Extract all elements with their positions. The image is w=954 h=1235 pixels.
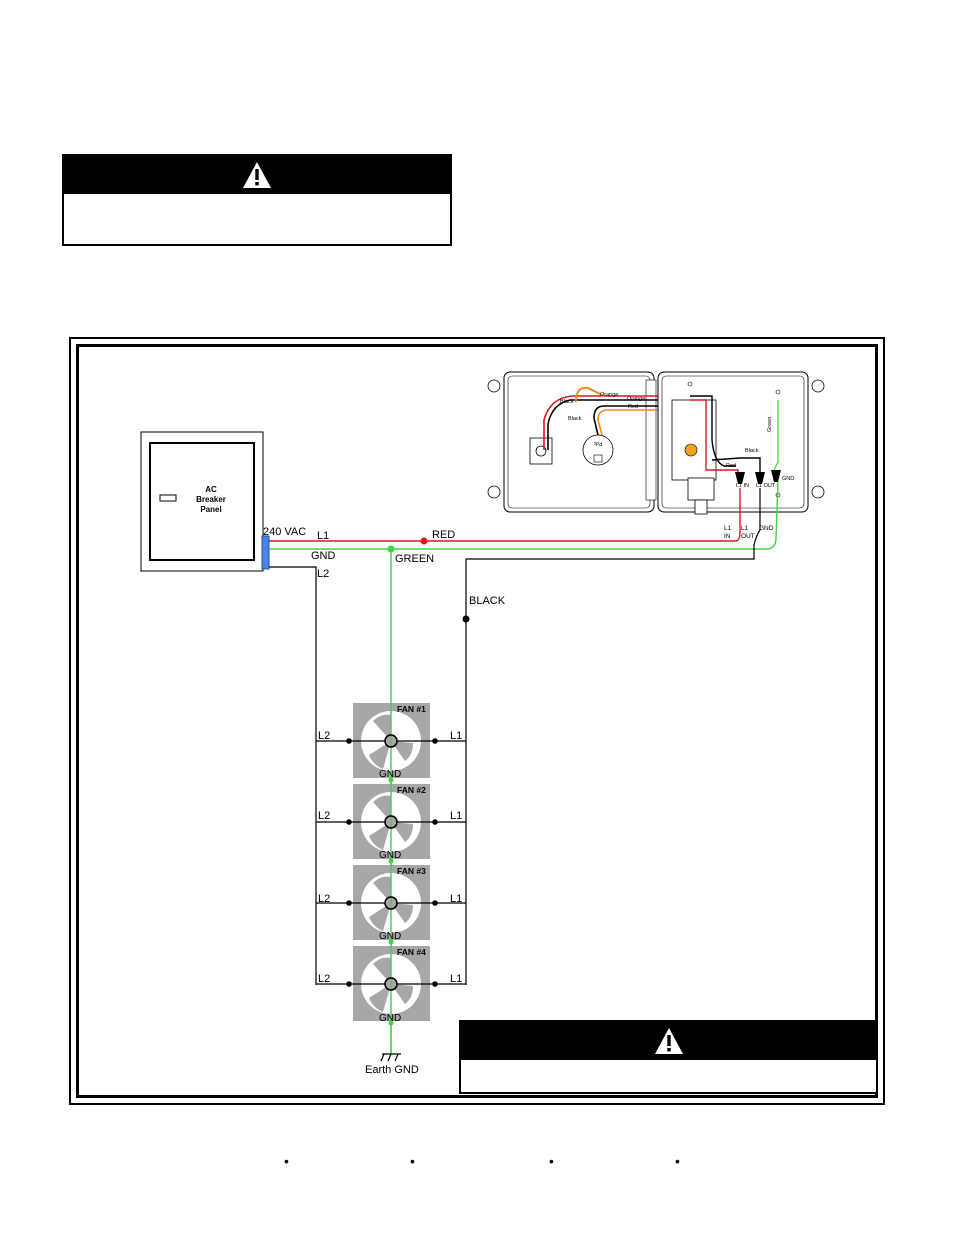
fan-2-connections xyxy=(316,819,466,825)
fan-2-label: FAN #2 xyxy=(397,785,426,795)
warning-triangle-icon xyxy=(654,1028,683,1054)
controller-enclosure-left: Pdc Black Black Orange Orange Red xyxy=(487,371,690,513)
fan-1-label: FAN #1 xyxy=(397,704,426,714)
fan-2-gnd-label: GND xyxy=(379,850,401,861)
green-gnd-wire xyxy=(269,481,779,550)
bottom-terminal-l1-out-top: L1 xyxy=(741,525,749,532)
relay-block xyxy=(687,477,715,501)
black-wire-junction xyxy=(462,615,470,623)
panel-connector xyxy=(261,535,270,570)
fan-3-connections xyxy=(316,900,466,906)
wire-nut-gnd xyxy=(771,470,781,482)
warning-box-bottom xyxy=(459,1020,878,1094)
breaker-switch xyxy=(159,494,177,502)
green-wire-label: GREEN xyxy=(395,553,434,565)
fan-4-connections xyxy=(316,981,466,987)
bottom-terminal-l1-out-bottom: OUT xyxy=(741,533,755,540)
ac-breaker-panel: AC Breaker Panel xyxy=(140,431,270,572)
bullet-1: • xyxy=(284,1153,289,1169)
panel-l1-label: L1 xyxy=(317,530,329,542)
fan-3-label: FAN #3 xyxy=(397,866,426,876)
fan-1-l2-label: L2 xyxy=(318,730,330,742)
circuit-board xyxy=(671,399,717,481)
panel-gnd-label: GND xyxy=(311,550,336,562)
fan-1-connections xyxy=(316,738,466,744)
sensor-text: Pdc xyxy=(593,440,602,446)
wire-label-black-1: Black xyxy=(560,399,574,405)
vac-label: 240 VAC xyxy=(263,526,306,538)
wiring-diagram-frame xyxy=(69,337,885,1105)
black-l1-wire xyxy=(465,488,761,985)
warning-header-bottom xyxy=(461,1022,876,1060)
wire-nut-l1-in xyxy=(735,472,745,484)
warning-box-top xyxy=(62,154,452,246)
panel-label-line3: Panel xyxy=(200,505,221,514)
terminal-l1-in: L1 IN xyxy=(736,483,749,489)
black-l2-wire xyxy=(269,566,317,985)
bullet-4: • xyxy=(675,1153,680,1169)
wire-nut-l1-out xyxy=(755,472,765,484)
bullet-2: • xyxy=(410,1153,415,1169)
earth-ground-symbol xyxy=(380,1053,401,1062)
warning-triangle-icon xyxy=(243,162,271,188)
red-l1-wire xyxy=(269,488,741,542)
wire-label-red-2: Red xyxy=(726,463,736,469)
terminal-l1-out: L1 OUT xyxy=(756,483,776,489)
fan-2-l2-label: L2 xyxy=(318,810,330,822)
wiring-diagram-inner-border xyxy=(76,344,878,1098)
bullet-3: • xyxy=(549,1153,554,1169)
wire-label-red-1: Red xyxy=(628,404,638,410)
fan-1-l1-label: L1 xyxy=(450,730,462,742)
panel-label-line1: AC xyxy=(205,485,217,494)
bottom-terminal-l1-in-bottom: IN xyxy=(724,533,731,540)
panel-l2-label: L2 xyxy=(317,568,329,580)
fan-2-l1-label: L1 xyxy=(450,810,462,822)
wire-label-green: Green xyxy=(767,417,773,432)
wire-label-black-3: Black xyxy=(745,448,759,454)
controller-enclosure-right: Black Red Green L1 IN L1 OUT GND xyxy=(657,371,825,515)
red-wire-label: RED xyxy=(432,529,455,541)
terminal-gnd: GND xyxy=(782,476,794,482)
fan-3-l1-label: L1 xyxy=(450,893,462,905)
fan-4-gnd-label: GND xyxy=(379,1013,401,1024)
bottom-terminal-l1-in-top: L1 xyxy=(724,525,732,532)
fan-3-l2-label: L2 xyxy=(318,893,330,905)
wire-label-orange-1: Orange xyxy=(600,392,618,398)
wire-label-black-2: Black xyxy=(568,416,582,422)
fan-4-l1-label: L1 xyxy=(450,973,462,985)
red-wire-junction xyxy=(420,537,428,545)
fan-3-gnd-label: GND xyxy=(379,931,401,942)
coil xyxy=(684,443,698,457)
warning-header xyxy=(64,156,450,194)
fan-4-label: FAN #4 xyxy=(397,947,426,957)
bottom-terminal-gnd: GND xyxy=(759,525,774,532)
earth-gnd-label: Earth GND xyxy=(365,1064,419,1076)
wire-label-orange-2: Orange xyxy=(627,396,645,402)
fan-4-l2-label: L2 xyxy=(318,973,330,985)
fan-1-gnd-label: GND xyxy=(379,769,401,780)
panel-label-line2: Breaker xyxy=(196,495,226,504)
black-wire-label: BLACK xyxy=(469,595,506,607)
hinge xyxy=(645,379,657,501)
